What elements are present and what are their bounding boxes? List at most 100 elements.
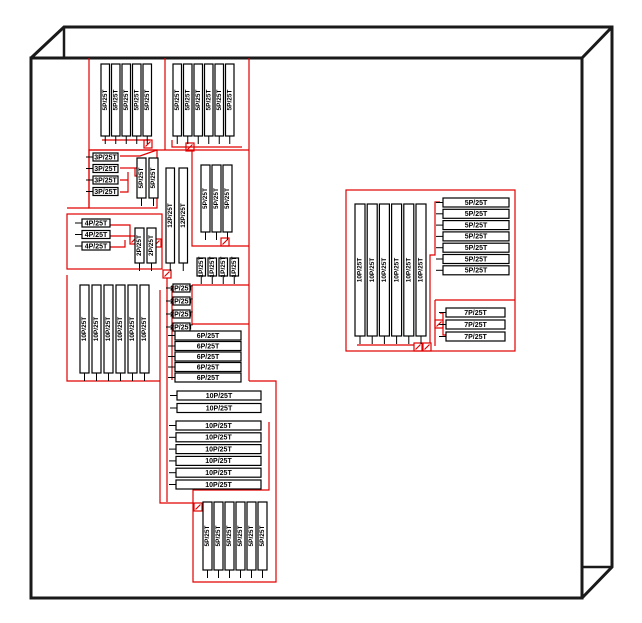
terminal-label: 10P/25T [81, 317, 88, 342]
terminal-label: 5P/25T [138, 167, 145, 188]
terminal-label: 5P/25T [226, 525, 233, 546]
group-tiny-4-terminal-group: 1P/25T 1P/25T 1P/25T 1P/25T [196, 256, 240, 284]
connector-icon [195, 504, 201, 510]
terminal-label: 5P/25T [144, 89, 151, 110]
terminal-label: 3P/25T [94, 166, 117, 173]
terminal-label: 10P/25T [93, 317, 100, 342]
terminal-label: 5P/25T [174, 89, 181, 110]
terminal-label: 5P/25T [213, 188, 220, 209]
terminal-label: 10P/25T [418, 258, 425, 283]
connector-icon [164, 271, 170, 277]
terminal-label: 12P/25T [167, 203, 174, 228]
terminal-label: 10P/25T [205, 470, 232, 477]
terminal-label: 5P/25T [133, 89, 140, 110]
r-group-5p-terminal-group: 5P/25T5P/25T5P/25T5P/25T5P/25T5P/25T5P/2… [436, 197, 510, 276]
terminal-label: 10P/25T [105, 317, 112, 342]
terminal-label: 10P/25T [205, 446, 232, 453]
terminal-label: 10P/25T [205, 423, 232, 430]
terminal-label: 5P/25T [465, 268, 488, 275]
terminal-label: 3P/25T [94, 154, 117, 161]
terminal-label: 7P/25T [464, 334, 487, 341]
terminal-label: 5P/25T [465, 211, 488, 218]
terminal-label: 5P/25T [224, 188, 231, 209]
terminal-label: 10P/25T [206, 393, 233, 400]
r-group-7p-terminal-group: 7P/25T 7P/25T 7P/25T [439, 307, 506, 342]
terminal-label: 6P/25T [197, 375, 220, 382]
terminal-label: 5P/25T [184, 89, 191, 110]
terminal-label: 7P/25T [464, 310, 487, 317]
terminal-label: 3P/25T [94, 177, 117, 184]
terminal-label: 5P/25T [465, 256, 488, 263]
terminal-label: 2P/25T [170, 311, 193, 318]
terminal-label: 4P/25T [85, 232, 108, 239]
terminal-label: 10P/25T [406, 258, 413, 283]
connector-icon [187, 144, 193, 150]
terminal-label: 3P/25T [94, 189, 117, 196]
terminal-label: 5P/25T [465, 200, 488, 207]
terminal-label: 5P/25T [259, 525, 266, 546]
terminal-label: 10P/25T [141, 317, 148, 342]
terminal-label: 1P/25T [198, 256, 205, 277]
terminal-label: 4P/25T [85, 243, 108, 250]
terminal-label: 12P/25T [180, 203, 187, 228]
connector-icon [424, 344, 430, 350]
connector-icon [222, 239, 228, 245]
terminal-label: 1P/25T [220, 256, 227, 277]
terminal-label: 5P/25T [202, 188, 209, 209]
terminal-label: 6P/25T [197, 354, 220, 361]
terminal-label: 10P/25T [369, 258, 376, 283]
terminal-label: 5P/25T [215, 525, 222, 546]
terminal-label: 5P/25T [150, 167, 157, 188]
group-2p-terminal-group: 2P/25T 2P/25T 2P/25T 2P/25T [166, 283, 194, 332]
terminal-label: 6P/25T [197, 343, 220, 350]
terminal-label: 5P/25T [123, 89, 130, 110]
terminal-label: 2P/25T [170, 298, 193, 305]
right-assembly-wiring [345, 189, 516, 352]
terminal-label: 10P/25T [206, 405, 233, 412]
r-group-10p-terminal-group: 10P/25T 10P/25T 10P/25T 10P/25T 10P/25T 10P/2… [354, 203, 427, 344]
terminal-label: 1P/25T [209, 256, 216, 277]
terminal-label: 6P/25T [197, 364, 220, 371]
terminal-label: 10P/25T [393, 258, 400, 283]
group-4p-terminal-group: 4P/25T 4P/25T 4P/25T [75, 218, 111, 251]
terminal-label: 10P/25T [129, 317, 136, 342]
terminal-label: 5P/25T [112, 89, 119, 110]
terminal-label: 10P/25T [205, 458, 232, 465]
terminal-label: 5P/25T [195, 89, 202, 110]
terminal-label: 5P/25T [465, 234, 488, 241]
pair-tall-terminal-group: 12P/25T 12P/25T [165, 167, 189, 271]
terminal-label: 5P/25T [216, 89, 223, 110]
terminal-label: 2P/25T [170, 324, 193, 331]
terminal-label: 5P/25T [248, 525, 255, 546]
terminal-label: 5P/25T [102, 89, 109, 110]
group-bottom-terminal-group: 5P/25T 5P/25T 5P/25T 5P/25T 5P/25T 5P/25T [202, 501, 268, 578]
terminal-label: 7P/25T [464, 322, 487, 329]
group-10p-stack-terminal-group: 10P/25T 10P/25T 10P/25T 10P/25T 10P/25T 10P/2… [169, 420, 262, 490]
connector-icon [145, 141, 151, 147]
terminal-label: 5P/25T [204, 525, 211, 546]
terminal-label: 2P/25T [148, 235, 155, 256]
terminal-label: 10P/25T [205, 435, 232, 442]
pair-small-a-terminal-group: 5P/25T 5P/25T [136, 157, 159, 206]
terminal-label: 10P/25T [381, 258, 388, 283]
group-6p-terminal-group: 6P/25T 6P/25T 6P/25T 6P/25T 6P/25T [168, 330, 242, 383]
terminal-label: 5P/25T [205, 89, 212, 110]
terminal-label: 5P/25T [465, 222, 488, 229]
terminal-label: 2P/25T [170, 285, 193, 292]
terminal-label: 4P/25T [85, 220, 108, 227]
group-mid-3-terminal-group: 5P/25T 5P/25T 5P/25T [200, 164, 233, 240]
terminal-label: 10P/25T [205, 482, 232, 489]
terminal-label: 6P/25T [197, 333, 220, 340]
group-10p-pair-terminal-group: 10P/25T 10P/25T [170, 390, 262, 414]
enclosure-box [29, 25, 614, 600]
terminal-label: 10P/25T [357, 258, 364, 283]
group-3p-terminal-group: 3P/25T 3P/25T 3P/25T 3P/25T [86, 152, 119, 197]
terminal-label: 5P/25T [237, 525, 244, 546]
enclosure-top-right-edge [580, 25, 614, 60]
terminal-label: 1P/25T [231, 256, 238, 277]
